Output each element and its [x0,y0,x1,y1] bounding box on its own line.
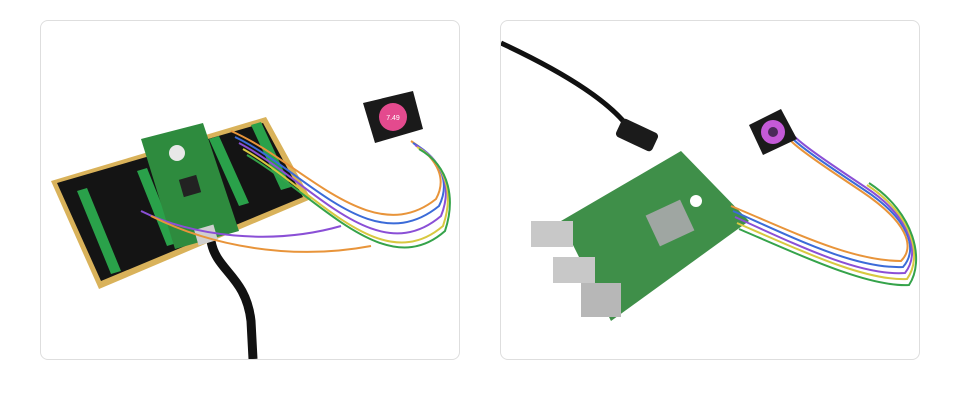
jumper-wires [730,136,917,287]
raspberry-pi-photo [501,40,917,321]
usb-port-1 [531,221,573,247]
photo-card-raspberry-pi[interactable] [500,20,920,360]
usb-port-2 [553,257,595,283]
lcd-text: 7.49 [386,115,400,122]
jumper-wires [140,130,451,253]
lcd-flower-center [768,127,778,137]
raspberry-pi-board [561,151,749,321]
usb-c-plug [615,118,659,152]
usb-cable [206,239,258,359]
ethernet-port [581,283,621,317]
cpu-shield [645,199,695,247]
pico-photo: 7.49 [51,91,451,359]
pin-headers [77,122,291,274]
pico-chip [178,174,202,198]
photo-card-pico[interactable]: 7.49 [40,20,460,360]
pi-logo [690,195,702,207]
power-cable [501,40,634,133]
lcd-screen [379,103,407,131]
pico-logo [169,145,185,161]
